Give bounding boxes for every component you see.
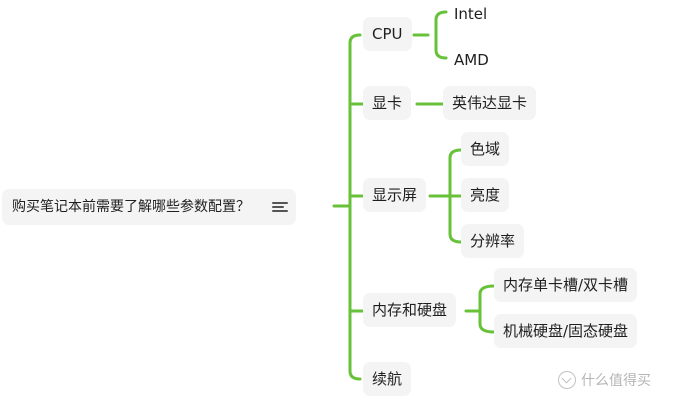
root-topic[interactable]: 购买笔记本前需要了解哪些参数配置？ (2, 189, 297, 225)
leaf-amd[interactable]: AMD (448, 47, 495, 73)
menu-lines-icon[interactable] (272, 201, 289, 213)
site-watermark: 什么值得买 (558, 370, 651, 390)
leaf-memory-slots[interactable]: 内存单卡槽/双卡槽 (494, 268, 638, 302)
leaf-color-gamut[interactable]: 色域 (461, 132, 510, 166)
connector-memory-fork (478, 284, 496, 334)
branch-display-label: 显示屏 (372, 186, 418, 204)
leaf-resolution[interactable]: 分辨率 (461, 224, 525, 258)
branch-battery[interactable]: 续航 (363, 362, 412, 396)
connector-cpu-fork (434, 10, 448, 60)
leaf-amd-label: AMD (454, 51, 489, 69)
root-topic-label: 购买笔记本前需要了解哪些参数配置？ (12, 199, 250, 215)
connector-display-fork (448, 148, 463, 244)
leaf-brightness[interactable]: 亮度 (461, 178, 510, 212)
check-circle-icon (558, 371, 576, 389)
branch-cpu-label: CPU (372, 25, 403, 43)
leaf-nvidia-gpu[interactable]: 英伟达显卡 (443, 86, 537, 120)
leaf-storage-type-label: 机械硬盘/固态硬盘 (503, 322, 629, 340)
watermark-text: 什么值得买 (581, 373, 651, 389)
leaf-nvidia-gpu-label: 英伟达显卡 (452, 94, 528, 112)
leaf-resolution-label: 分辨率 (470, 232, 516, 250)
branch-gpu-label: 显卡 (372, 94, 403, 112)
branch-memory-storage-label: 内存和硬盘 (372, 301, 448, 319)
leaf-memory-slots-label: 内存单卡槽/双卡槽 (503, 276, 629, 294)
branch-memory-storage[interactable]: 内存和硬盘 (363, 293, 457, 327)
connector-trunk (348, 33, 362, 381)
leaf-intel-label: Intel (454, 5, 488, 23)
leaf-storage-type[interactable]: 机械硬盘/固态硬盘 (494, 314, 638, 348)
branch-battery-label: 续航 (372, 370, 403, 388)
leaf-brightness-label: 亮度 (470, 186, 501, 204)
branch-cpu[interactable]: CPU (363, 17, 412, 51)
leaf-color-gamut-label: 色域 (470, 140, 501, 158)
leaf-intel[interactable]: Intel (448, 1, 493, 27)
branch-gpu[interactable]: 显卡 (363, 86, 412, 120)
branch-display[interactable]: 显示屏 (363, 178, 427, 212)
